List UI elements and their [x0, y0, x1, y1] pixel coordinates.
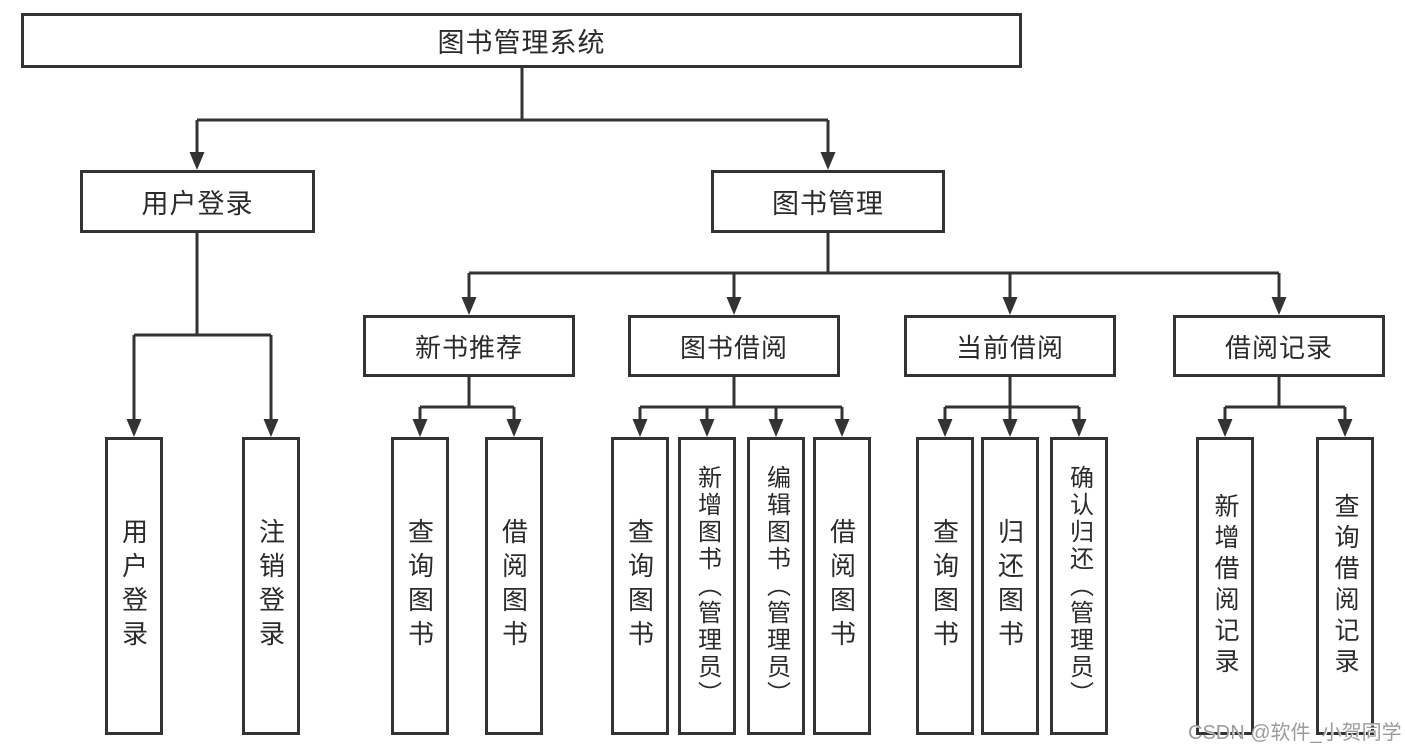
node-new-book-recommendation-label: 新书推荐 [414, 332, 523, 363]
node-records-query-record-label: 查询借阅记录 [1331, 493, 1359, 679]
arrow-icon [506, 419, 522, 437]
node-recommend-borrow-book-label: 借阅图书 [498, 518, 529, 654]
node-current-query-book-label: 查询图书 [929, 518, 960, 654]
node-login-logout: 注销登录 [242, 437, 300, 735]
node-borrow-query-book-label: 查询图书 [624, 518, 655, 654]
node-current-return-book-label: 归还图书 [994, 518, 1025, 654]
arrow-icon [699, 419, 715, 437]
arrow-icon [1217, 419, 1233, 437]
node-current-query-book: 查询图书 [916, 437, 974, 735]
node-book-management: 图书管理 [711, 170, 945, 233]
node-new-book-recommendation: 新书推荐 [363, 315, 575, 377]
node-recommend-borrow-book: 借阅图书 [485, 437, 543, 735]
node-records-add-record-label: 新增借阅记录 [1211, 493, 1239, 679]
arrow-icon [1002, 419, 1018, 437]
arrow-icon [126, 419, 142, 437]
arrow-icon [263, 419, 279, 437]
node-current-return-book: 归还图书 [981, 437, 1039, 735]
node-recommend-query-book: 查询图书 [391, 437, 449, 735]
node-borrow-edit-book-admin-label: 编辑图书（管理员） [762, 464, 790, 708]
node-recommend-query-book-label: 查询图书 [404, 518, 435, 654]
arrow-icon [1071, 419, 1087, 437]
arrow-icon [1271, 297, 1287, 315]
arrow-icon [937, 419, 953, 437]
node-login-user-login-label: 用户登录 [118, 518, 149, 654]
node-book-borrowing-label: 图书借阅 [679, 332, 788, 363]
node-records-add-record: 新增借阅记录 [1196, 437, 1254, 735]
node-current-borrowing-label: 当前借阅 [955, 332, 1064, 363]
node-book-management-label: 图书管理 [772, 189, 884, 219]
node-borrow-add-book-admin-label: 新增图书（管理员） [693, 464, 721, 708]
arrow-icon [412, 419, 428, 437]
arrow-icon [632, 419, 648, 437]
node-user-login: 用户登录 [80, 170, 315, 233]
node-records-query-record: 查询借阅记录 [1316, 437, 1374, 735]
arrow-icon [834, 419, 850, 437]
arrow-icon [1337, 419, 1353, 437]
node-borrow-borrow-book: 借阅图书 [813, 437, 871, 735]
arrow-icon [189, 152, 205, 170]
arrow-icon [726, 297, 742, 315]
node-current-borrowing: 当前借阅 [904, 315, 1116, 377]
arrow-icon [768, 419, 784, 437]
csdn-watermark: CSDN @软件_小贺同学 [1188, 722, 1402, 744]
node-borrow-query-book: 查询图书 [611, 437, 669, 735]
node-borrowing-records-label: 借阅记录 [1224, 332, 1333, 363]
node-borrowing-records: 借阅记录 [1173, 315, 1385, 377]
node-current-confirm-return-admin-label: 确认归还（管理员） [1065, 464, 1093, 708]
node-current-confirm-return-admin: 确认归还（管理员） [1050, 437, 1108, 735]
arrow-icon [820, 152, 836, 170]
node-borrow-add-book-admin: 新增图书（管理员） [678, 437, 736, 735]
arrow-icon [1002, 297, 1018, 315]
node-book-borrowing: 图书借阅 [628, 315, 840, 377]
node-root-label: 图书管理系统 [437, 28, 606, 58]
node-root: 图书管理系统 [21, 13, 1022, 68]
node-user-login-label: 用户登录 [141, 189, 254, 219]
node-login-user-login: 用户登录 [105, 437, 163, 735]
arrow-icon [461, 297, 477, 315]
node-login-logout-label: 注销登录 [255, 518, 286, 654]
node-borrow-borrow-book-label: 借阅图书 [826, 518, 857, 654]
node-borrow-edit-book-admin: 编辑图书（管理员） [747, 437, 805, 735]
